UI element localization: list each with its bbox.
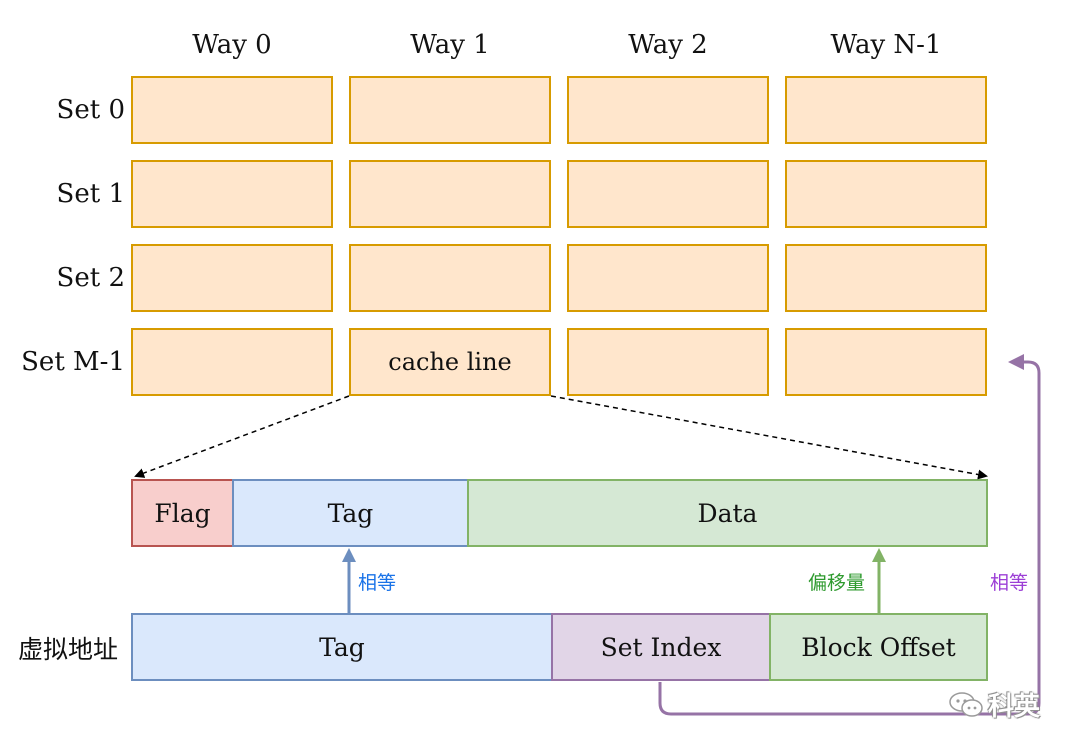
cache-cell (567, 328, 769, 396)
set-index-route (658, 354, 1041, 716)
watermark-text: 科英 (988, 692, 1041, 722)
way-2-header: Way 2 (628, 30, 708, 60)
cache-cell (567, 160, 769, 228)
cache-cell (349, 76, 551, 144)
set-equal-label: 相等 (990, 572, 1029, 594)
set-1-header: Set 1 (56, 179, 125, 209)
block-offset-field: Block Offset (769, 613, 988, 681)
way-1-header: Way 1 (410, 30, 490, 60)
cache-line-cell: cache line (349, 328, 551, 396)
way-n-1-header: Way N-1 (830, 30, 942, 60)
chat-bubble-icon (948, 690, 984, 720)
cache-cell (567, 76, 769, 144)
cache-cell (785, 244, 987, 312)
set-0-header: Set 0 (56, 95, 125, 125)
block-offset-label: Block Offset (801, 632, 956, 662)
tag-equal-label: 相等 (358, 572, 397, 594)
way-0-header: Way 0 (192, 30, 272, 60)
flag-field: Flag (131, 479, 234, 547)
cache-line-label: cache line (388, 348, 512, 376)
address-tag-label: Tag (319, 632, 365, 662)
cache-cell (131, 76, 333, 144)
flag-label: Flag (154, 498, 211, 528)
set-m-1-header: Set M-1 (21, 347, 125, 377)
cache-cell (131, 244, 333, 312)
cache-cell (567, 244, 769, 312)
set-index-field: Set Index (551, 613, 771, 681)
set-index-label: Set Index (600, 632, 722, 662)
set-2-header: Set 2 (56, 263, 125, 293)
cache-cell (131, 160, 333, 228)
expand-line-left (134, 395, 350, 478)
expand-line-right (550, 395, 988, 480)
watermark: 科英 (948, 686, 1040, 723)
cache-cell (349, 244, 551, 312)
data-field: Data (467, 479, 988, 547)
data-label: Data (697, 498, 758, 528)
virtual-address-label: 虚拟地址 (18, 635, 119, 664)
address-tag-field: Tag (131, 613, 553, 681)
line-tag-field: Tag (232, 479, 469, 547)
cache-cell (785, 160, 987, 228)
line-tag-label: Tag (327, 498, 374, 528)
cache-cell (131, 328, 333, 396)
cache-cell (785, 328, 987, 396)
cache-cell (785, 76, 987, 144)
cache-cell (349, 160, 551, 228)
offset-label: 偏移量 (808, 572, 866, 594)
